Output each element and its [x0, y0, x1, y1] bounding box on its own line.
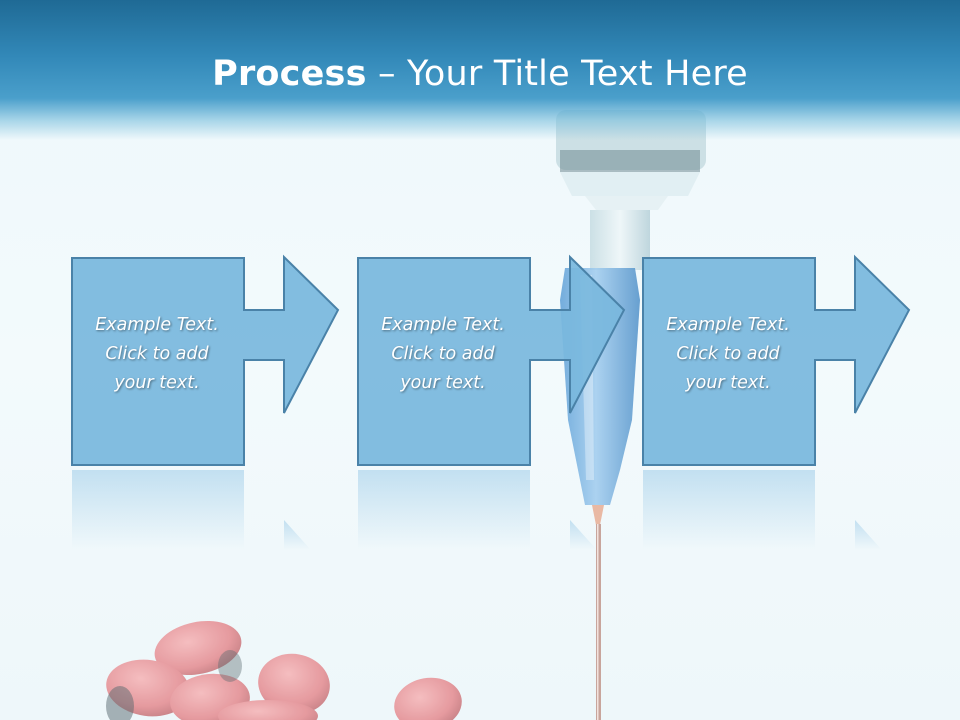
step-line-1: Example Text. — [666, 315, 790, 335]
process-step-2[interactable]: Example Text. Click to add your text. — [357, 254, 627, 550]
step-line-3: your text. — [685, 373, 771, 393]
pills-icon — [106, 620, 462, 720]
step-text[interactable]: Example Text. Click to add your text. — [75, 311, 239, 398]
title-rest-text: Your Title Text Here — [406, 54, 748, 94]
arrow-box-shape — [71, 254, 340, 466]
step-text[interactable]: Example Text. Click to add your text. — [646, 311, 810, 398]
step-text[interactable]: Example Text. Click to add your text. — [361, 311, 525, 398]
step-line-3: your text. — [114, 373, 200, 393]
arrow-box-shape — [357, 254, 626, 466]
step-line-1: Example Text. — [381, 315, 505, 335]
step-line-2: Click to add — [105, 344, 209, 364]
arrow-box-shape — [642, 254, 911, 466]
step-line-1: Example Text. — [95, 315, 219, 335]
title-bar — [0, 0, 960, 140]
process-step-3[interactable]: Example Text. Click to add your text. — [642, 254, 912, 550]
slide-title[interactable]: Process – Your Title Text Here — [0, 50, 960, 98]
process-step-1[interactable]: Example Text. Click to add your text. — [71, 254, 341, 550]
step-line-2: Click to add — [676, 344, 780, 364]
title-dash: – — [366, 54, 407, 94]
step-line-3: your text. — [400, 373, 486, 393]
box-reflection — [72, 470, 311, 550]
title-bold-text: Process — [212, 54, 367, 94]
box-reflection — [643, 470, 882, 550]
box-reflection — [358, 470, 597, 550]
step-line-2: Click to add — [391, 344, 495, 364]
